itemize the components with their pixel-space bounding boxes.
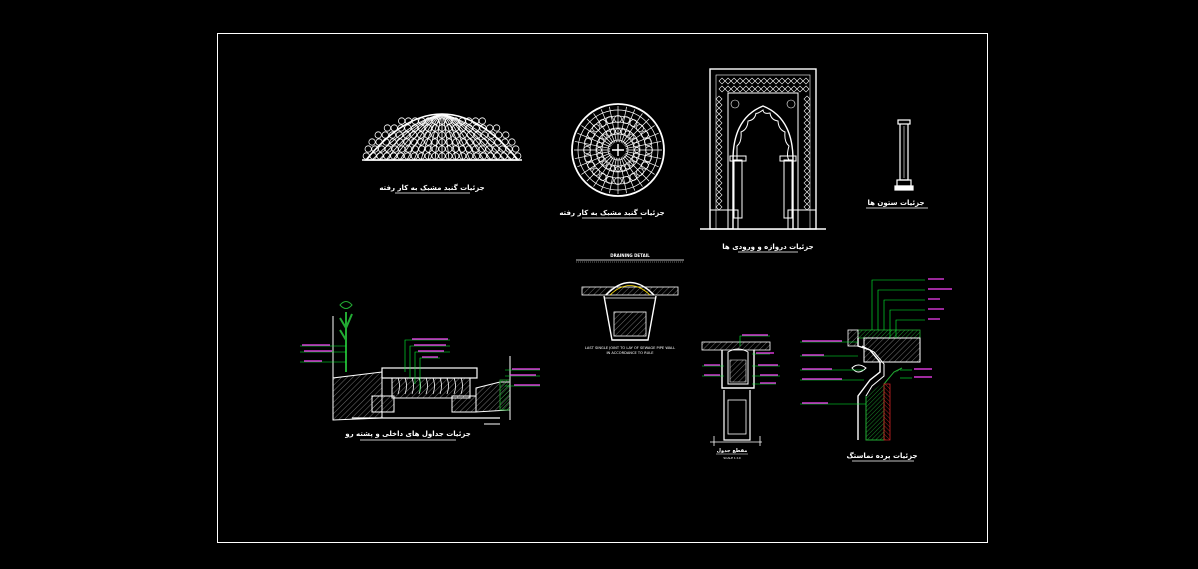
column-elevation-drawing[interactable] xyxy=(894,119,914,191)
planter-section-title: جزئیات جداول های داخلی و پشته رو xyxy=(344,430,471,438)
drain-note-1: LAST SINGLE JOINT TO LAY OF SEWAGE PIPE … xyxy=(585,346,675,350)
dome-plan-title: جزئیات گنبد مشبک به کار رفته xyxy=(559,208,664,217)
dome-elevation-title: جزئیات گنبد مشبک به کار رفته xyxy=(379,183,484,192)
gutter-scale: SCALE 1:10 xyxy=(723,456,740,460)
arch-portal-title: جزئیات دروازه و ورودی ها xyxy=(722,243,813,251)
drain-header: DRAINING DETAIL xyxy=(610,253,650,258)
column-title: جزئیات ستون ها xyxy=(867,199,924,207)
planter-tree-section-drawing[interactable] xyxy=(300,301,540,425)
dome-elevation-drawing[interactable] xyxy=(362,113,522,161)
islamic-arch-portal-drawing[interactable] xyxy=(700,68,826,230)
drain-channel-section-drawing[interactable]: DRAINING DETAIL LAST SINGLE JOINT TO LAY… xyxy=(576,253,684,355)
cornice-section-title: جزئیات پرده نماستگ xyxy=(847,451,918,460)
drain-note-2: IN ACCORDANCE TO RULE xyxy=(607,351,655,355)
gutter-curb-section-drawing[interactable]: مقطع جدول SCALE 1:10 xyxy=(701,334,780,460)
cornice-parapet-section-drawing[interactable] xyxy=(800,278,952,441)
gutter-section-title: مقطع جدول xyxy=(717,448,748,454)
sheet-border xyxy=(217,33,988,543)
dome-plan-rosette-drawing[interactable] xyxy=(571,103,665,197)
